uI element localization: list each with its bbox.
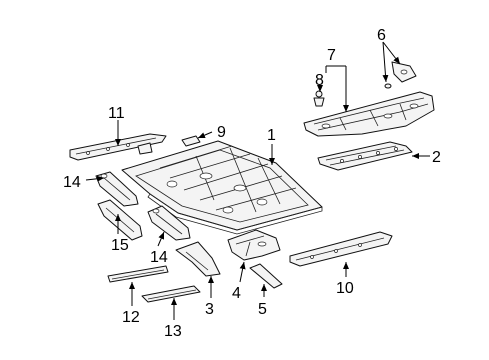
callout-14-upper: 14 — [63, 174, 81, 191]
part-14-lower-reinforcement — [147, 205, 191, 241]
part-2-rear-crossmember — [317, 141, 413, 171]
part-7-rear-floor-assembly — [303, 91, 435, 137]
callout-2: 2 — [432, 149, 441, 166]
callout-12: 12 — [122, 309, 140, 326]
part-3-tunnel-bracket — [175, 241, 221, 277]
part-6-bracket — [384, 61, 417, 89]
callout-3: 3 — [205, 301, 214, 318]
part-11-side-member — [69, 133, 167, 161]
part-15-bracket — [97, 199, 143, 241]
callout-15: 15 — [111, 237, 129, 254]
callout-1: 1 — [267, 127, 276, 144]
callout-5: 5 — [258, 301, 267, 318]
callout-7: 7 — [327, 47, 336, 64]
part-5-plate — [249, 263, 283, 289]
callout-8: 8 — [315, 72, 324, 89]
callout-4: 4 — [232, 285, 241, 302]
callout-11: 11 — [108, 105, 125, 122]
part-13-sill-plate — [141, 285, 201, 303]
callout-6: 6 — [377, 27, 386, 44]
callout-labels: 1 2 3 4 5 6 7 8 9 10 11 12 13 14 14 15 — [63, 27, 441, 340]
leader-lines — [85, 41, 430, 320]
callout-9: 9 — [217, 124, 226, 141]
part-9-small-bracket — [181, 135, 201, 147]
part-4-crossmember-bracket — [227, 229, 281, 261]
part-8-clip — [313, 90, 325, 107]
part-12-sill-plate — [107, 265, 169, 283]
callout-10: 10 — [336, 280, 354, 297]
part-10-rear-sill — [289, 231, 393, 267]
callout-14-lower: 14 — [150, 249, 168, 266]
callout-13: 13 — [164, 323, 182, 340]
